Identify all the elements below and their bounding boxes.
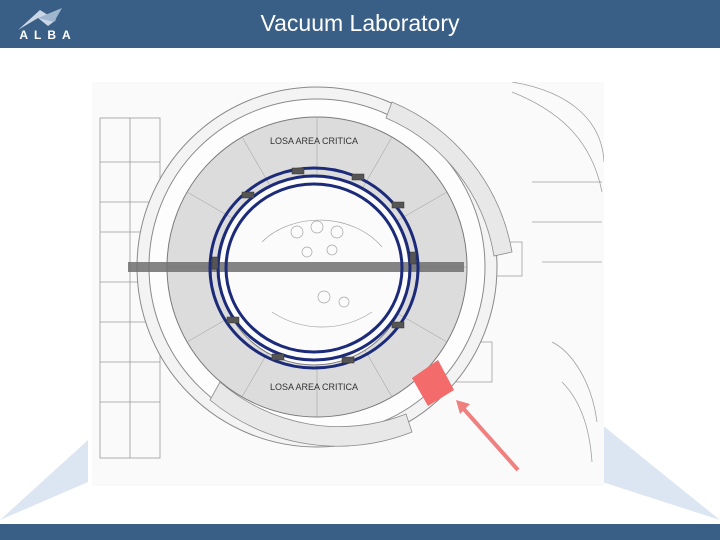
- alba-logo-icon: [18, 8, 62, 30]
- logo-text: ALBA: [19, 28, 77, 42]
- outer-segment-top: [385, 101, 513, 257]
- outer-segment-bottom: [209, 381, 413, 447]
- ring-components: [211, 167, 417, 364]
- right-structures: [451, 82, 604, 463]
- page-title: Vacuum Laboratory: [260, 10, 460, 36]
- vacuum-lab-highlight: [412, 360, 454, 406]
- pointer-arrow-icon: [456, 400, 520, 472]
- floor-plan: LOSA AREA CRITICA LOSA AREA CRITICA: [92, 82, 604, 486]
- inner-details: [261, 219, 383, 328]
- transfer-line: [128, 262, 464, 272]
- label-critical-area-bottom: LOSA AREA CRITICA: [270, 382, 358, 392]
- footer-bar: [0, 524, 720, 540]
- label-critical-area-top: LOSA AREA CRITICA: [270, 136, 358, 146]
- header-bar: ALBA Vacuum Laboratory: [0, 0, 720, 48]
